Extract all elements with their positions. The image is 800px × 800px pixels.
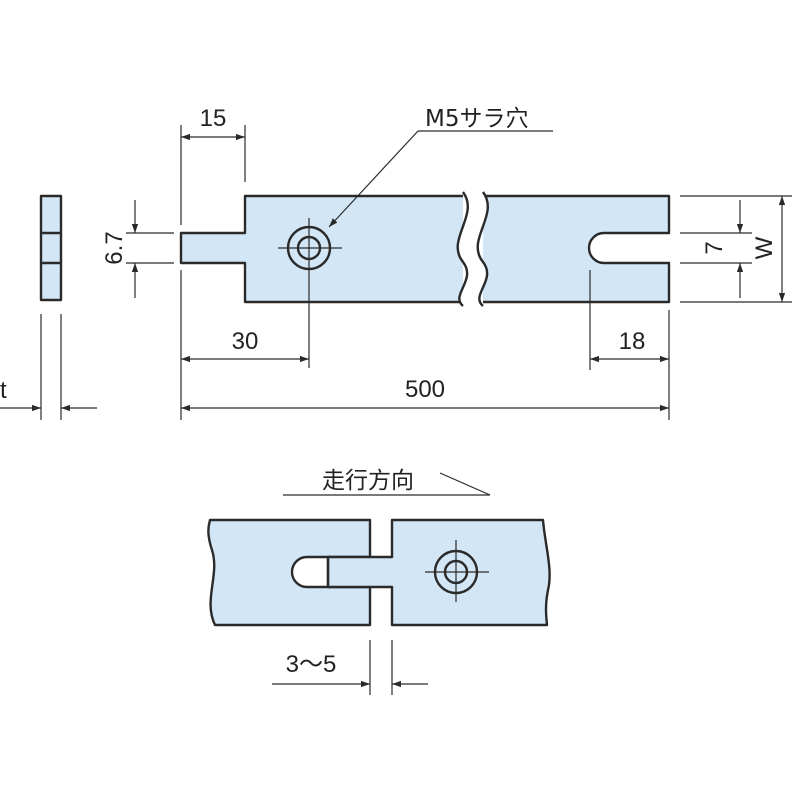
break-line: [456, 191, 469, 307]
dimension-15-label: 15: [200, 105, 227, 132]
plate-right-section: [483, 194, 671, 304]
dimension-30-label: 30: [232, 328, 259, 355]
dimension-6-7-label: 6.7: [101, 231, 128, 264]
dimension-tab-length: 15: [180, 105, 246, 225]
side-view-body: [39, 194, 63, 302]
leader-arrow: [328, 130, 419, 228]
side-view: t: [0, 194, 97, 420]
joint-left-plate: [207, 518, 372, 627]
dimension-width: 7 W: [680, 195, 792, 303]
break-line: [476, 191, 489, 307]
joint-view: 走行方向 3～5: [207, 468, 551, 695]
direction-arrowhead: [439, 472, 491, 496]
plate-plan-view: [179, 191, 671, 368]
dimension-tab-width: 6.7: [101, 200, 174, 298]
dimension-slot-depth: 18: [589, 270, 670, 420]
dimension-w-label: W: [751, 236, 778, 259]
direction-label: 走行方向: [322, 468, 414, 494]
dimension-18-label: 18: [619, 328, 646, 355]
gap-label: 3～5: [286, 651, 337, 678]
dimension-hole-offset: 30: [180, 270, 309, 420]
dimension-500-label: 500: [405, 376, 445, 403]
hole-callout: M5サラ穴: [328, 106, 553, 228]
thickness-label: t: [0, 377, 7, 404]
dimension-total-length: 500: [181, 376, 669, 412]
dimension-7-label: 7: [701, 241, 728, 254]
hole-label: M5サラ穴: [425, 106, 528, 132]
plate-left-section: [179, 194, 463, 304]
